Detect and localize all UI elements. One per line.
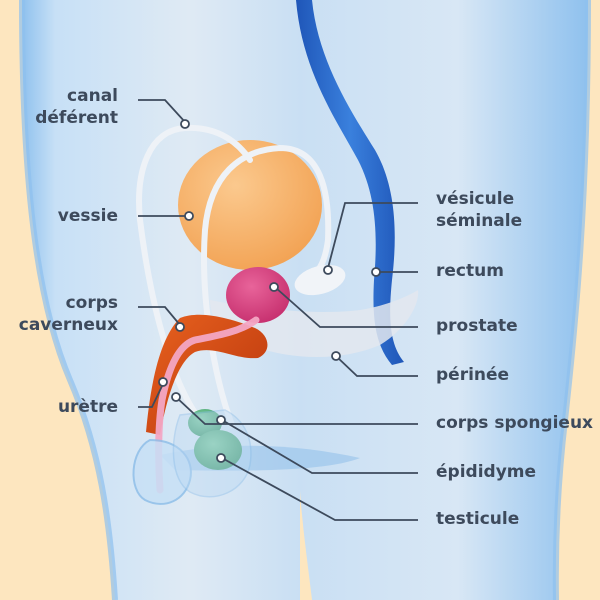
dot-uretre (158, 377, 168, 387)
label-testicule-text: testicule (436, 509, 520, 529)
seminal-vesicle-shape (294, 264, 346, 296)
body-edge-left (19, 0, 118, 600)
dot-canal-deferent (180, 119, 190, 129)
label-rectum: rectum (436, 260, 504, 282)
label-corps-caverneux-line1: corps (65, 293, 118, 313)
dot-vessie (184, 211, 194, 221)
scrotum-outline (172, 409, 252, 498)
leader-corps-caverneux (138, 306, 181, 326)
label-vessie-text: vessie (57, 206, 118, 226)
dot-vesicule-seminale (323, 265, 333, 275)
leader-canal-deferent (138, 99, 186, 123)
dot-perinee (331, 351, 341, 361)
leader-testicule (221, 457, 418, 521)
leader-uretre (138, 383, 164, 408)
label-uretre-text: urètre (57, 397, 118, 417)
leader-vesicule-seminale (327, 202, 418, 269)
label-perinee: périnée (436, 364, 509, 386)
penis-outline (132, 438, 192, 505)
label-prostate: prostate (436, 315, 518, 337)
leader-corps-spongieux (176, 397, 418, 425)
dot-corps-caverneux (175, 322, 185, 332)
label-prostate-text: prostate (436, 316, 518, 336)
label-vesicule-seminale-line2: séminale (436, 211, 523, 231)
leader-epididyme (221, 419, 418, 474)
dot-testicule (216, 453, 226, 463)
dot-prostate (269, 282, 279, 292)
label-corps-spongieux: corps spongieux (436, 412, 593, 434)
label-corps-caverneux-line2: caverneux (18, 315, 118, 335)
label-rectum-text: rectum (436, 261, 504, 281)
label-vesicule-seminale: vésicule séminale (436, 188, 522, 232)
label-vessie: vessie (58, 205, 118, 227)
label-canal-deferent-line2: déférent (35, 108, 118, 128)
label-perinee-text: périnée (436, 365, 510, 385)
leader-perinee (336, 356, 418, 377)
corpus-cavernosum-shape (146, 314, 268, 435)
dot-corps-spongieux (171, 392, 181, 402)
label-vesicule-seminale-line1: vésicule (436, 189, 515, 209)
label-epididyme-text: épididyme (436, 462, 537, 482)
label-canal-deferent-line1: canal (67, 86, 118, 106)
body-edge-right (552, 0, 591, 600)
prostate-shape (226, 267, 290, 323)
label-corps-caverneux: corps caverneux (19, 292, 118, 336)
label-corps-spongieux-text: corps spongieux (436, 413, 594, 433)
label-canal-deferent: canal déférent (35, 85, 118, 129)
bladder-shape (178, 140, 322, 270)
label-uretre: urètre (58, 396, 118, 418)
testicle-shape (194, 430, 242, 470)
dot-rectum (371, 267, 381, 277)
label-testicule: testicule (436, 508, 519, 530)
dot-epididyme (216, 415, 226, 425)
label-epididyme: épididyme (436, 461, 536, 483)
leader-prostate (275, 287, 418, 328)
